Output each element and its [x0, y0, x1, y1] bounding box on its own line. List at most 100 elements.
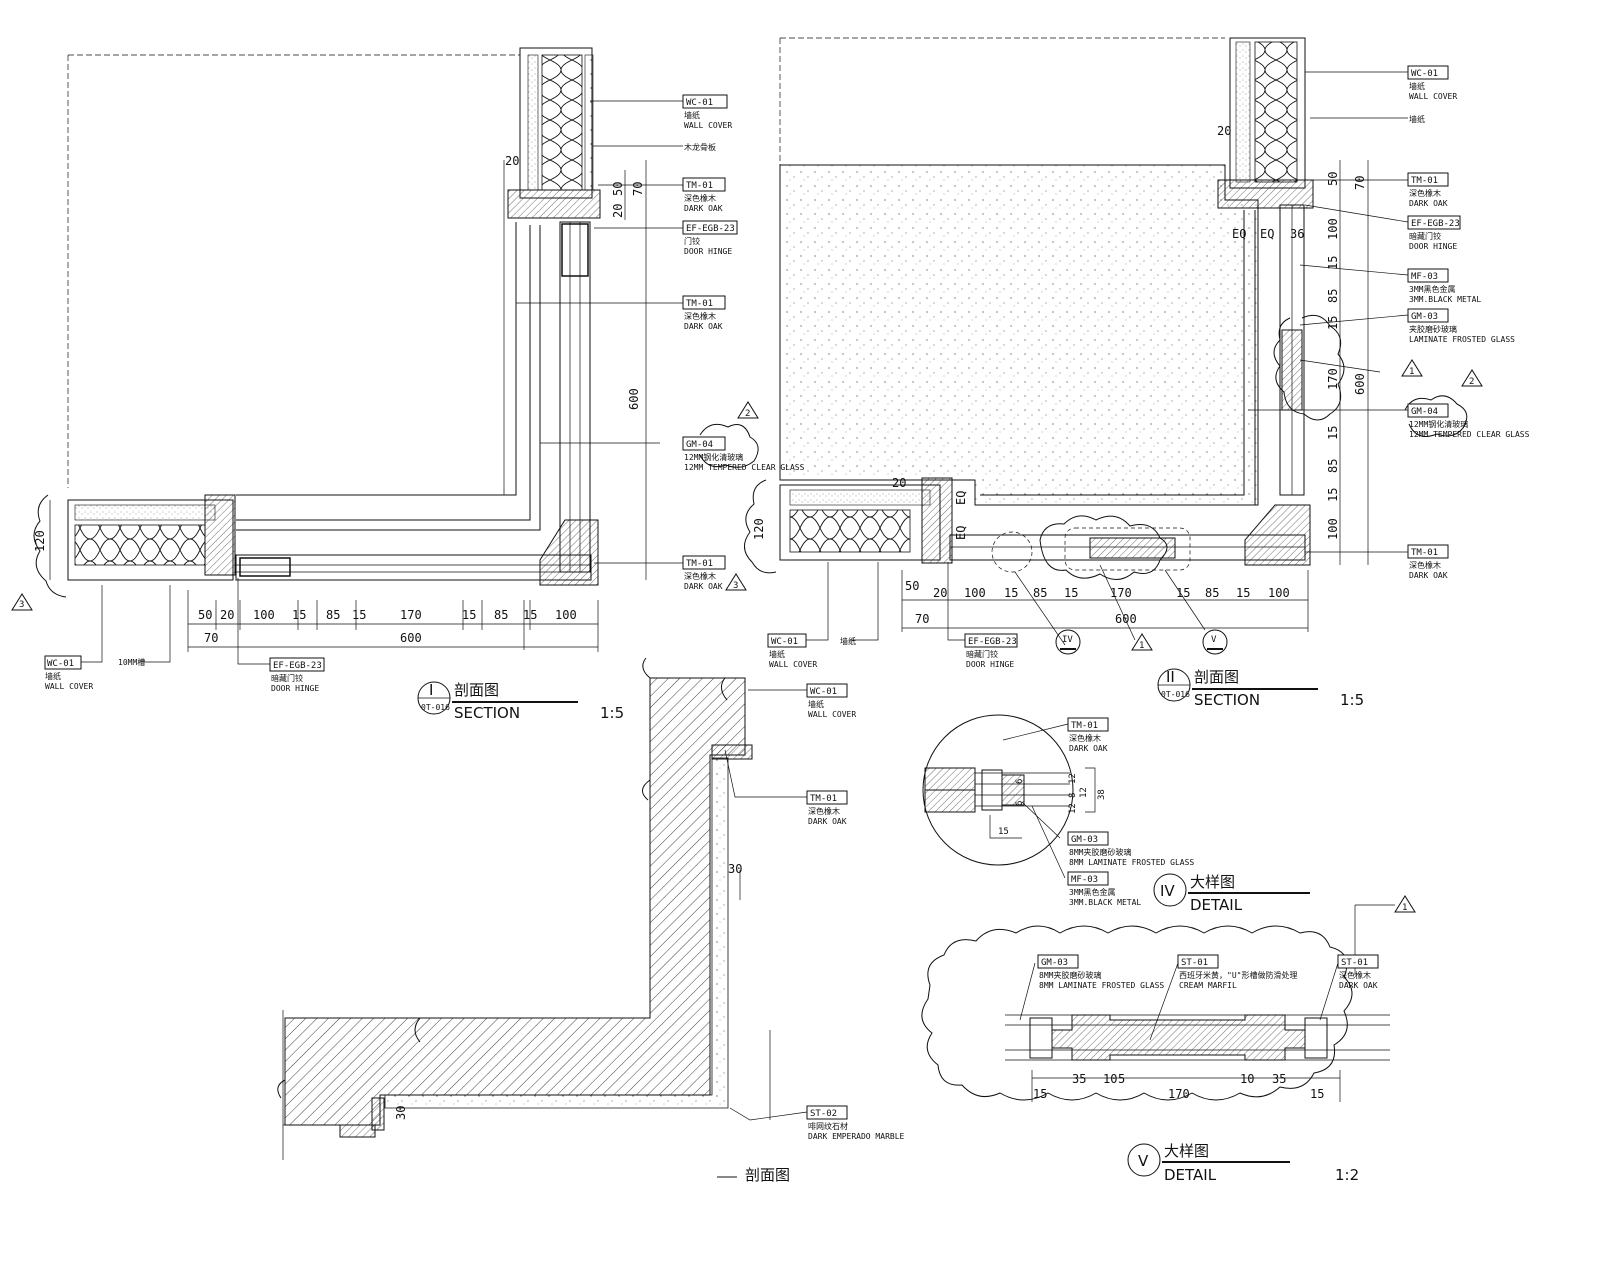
svg-text:WC-01: WC-01 — [47, 659, 74, 669]
svg-text:DOOR HINGE: DOOR HINGE — [271, 684, 319, 693]
section-2-dim-right: 15 — [1326, 488, 1340, 502]
detail-5-dim: 15 — [1310, 1087, 1324, 1101]
section-2-dim-right: 170 — [1326, 368, 1340, 390]
svg-text:3: 3 — [19, 600, 24, 610]
svg-text:深色橡木: 深色橡木 — [684, 571, 716, 581]
callout-mf03-s2: MF-03 3MM黑色金属 3MM.BLACK METAL — [1407, 268, 1481, 304]
svg-text:大样图: 大样图 — [1190, 873, 1235, 891]
svg-text:墙纸: 墙纸 — [769, 649, 785, 659]
svg-text:WALL COVER: WALL COVER — [808, 710, 856, 719]
section-2-title: II 0T-016 剖面图 SECTION 1:5 — [1157, 668, 1364, 709]
section-1-dim: 50 — [198, 608, 212, 622]
detail-4-circle — [922, 714, 1074, 866]
section-1-dim-top: 20 — [505, 154, 519, 168]
section-2-dim-vert-600: 600 — [1353, 373, 1367, 395]
section-1-dim-70: 70 — [204, 631, 218, 645]
svg-text:EF-EGB-23: EF-EGB-23 — [1411, 219, 1460, 229]
svg-text:暗藏门铰: 暗藏门铰 — [966, 649, 998, 659]
section-2-dim-70: 70 — [915, 612, 929, 626]
svg-text:TM-01: TM-01 — [810, 794, 837, 804]
detail-4-dim: 6 — [1015, 779, 1025, 784]
svg-text:2: 2 — [1469, 377, 1474, 387]
section-2-dim: 85 — [1205, 586, 1219, 600]
detail-4-dim: 8 — [1068, 793, 1078, 798]
svg-text:DARK OAK: DARK OAK — [1069, 744, 1108, 753]
svg-text:1:2: 1:2 — [1335, 1166, 1359, 1184]
section-2-l-frame — [980, 210, 1256, 506]
callout-egb23-s1b: EF-EGB-23 暗藏门铰 DOOR HINGE — [269, 657, 325, 693]
section-2-dim: 100 — [1268, 586, 1290, 600]
svg-text:夹胶磨砂玻璃: 夹胶磨砂玻璃 — [1409, 324, 1457, 334]
svg-text:墙纸: 墙纸 — [1409, 114, 1425, 124]
section-1-dim: 100 — [253, 608, 275, 622]
svg-text:深色橡木: 深色橡木 — [684, 193, 716, 203]
svg-text:IV: IV — [1160, 882, 1175, 900]
detail-5-dim: 10 — [1240, 1072, 1254, 1086]
section-2-eq: EQ — [954, 526, 968, 540]
svg-text:12MM钢化清玻璃: 12MM钢化清玻璃 — [684, 452, 743, 462]
svg-text:WC-01: WC-01 — [810, 687, 837, 697]
detail-5-marble-profile — [1051, 1014, 1306, 1061]
svg-text:ST-01: ST-01 — [1341, 958, 1368, 968]
svg-text:1:5: 1:5 — [1340, 691, 1364, 709]
detail-5-dim: 10 — [1103, 1072, 1117, 1086]
svg-text:DOOR HINGE: DOOR HINGE — [1409, 242, 1457, 251]
section-1-insulation-vertical — [541, 54, 583, 191]
svg-text:WC-01: WC-01 — [686, 98, 713, 108]
detail-5-dim: 15 — [1033, 1087, 1047, 1101]
section-1: 50 20 100 15 85 15 170 15 85 15 100 70 6… — [11, 47, 805, 722]
section-1-dim: 15 — [462, 608, 476, 622]
section-2-dim: 50 — [905, 579, 919, 593]
svg-text:8MM LAMINATE FROSTED GLASS: 8MM LAMINATE FROSTED GLASS — [1039, 981, 1164, 990]
section-2-stone-fill — [779, 164, 1259, 506]
section-2-dim-20: 20 — [1217, 124, 1231, 138]
section-2-dim-right: 100 — [1326, 518, 1340, 540]
svg-text:GM-03: GM-03 — [1071, 835, 1098, 845]
section-1-dim: 85 — [494, 608, 508, 622]
svg-text:深色橡木: 深色橡木 — [1409, 188, 1441, 198]
section-2-rev-cloud — [744, 479, 777, 574]
svg-text:3: 3 — [733, 581, 738, 591]
callout-wc01-s2: WC-01 墙纸 WALL COVER 墙纸 — [1407, 65, 1457, 124]
callout-egb23-s1: EF-EGB-23 门铰 DOOR HINGE — [682, 220, 738, 256]
svg-text:WALL COVER: WALL COVER — [684, 121, 732, 130]
svg-text:DARK OAK: DARK OAK — [1409, 571, 1448, 580]
section-1-dim-600: 600 — [400, 631, 422, 645]
svg-text:DOOR HINGE: DOOR HINGE — [684, 247, 732, 256]
svg-text:MF-03: MF-03 — [1071, 875, 1098, 885]
section-2: 50 20 100 15 85 15 170 15 85 15 100 70 6… — [725, 37, 1530, 709]
section-1-l-frame — [236, 222, 541, 531]
section-1-note-10mm: 10MM槽 — [118, 657, 145, 667]
svg-text:GM-04: GM-04 — [686, 440, 713, 450]
svg-text:3MM.BLACK METAL: 3MM.BLACK METAL — [1409, 295, 1481, 304]
svg-text:墙纸: 墙纸 — [840, 636, 856, 646]
svg-text:2: 2 — [745, 409, 750, 419]
section-2-dim-right: 85 — [1326, 289, 1340, 303]
section-1-insulation-horizontal — [74, 524, 206, 566]
callout-st01-d5a: ST-01 西班牙米黄，"U"形槽做防滑处理 CREAM MARFIL — [1177, 954, 1297, 990]
svg-text:3MM黑色金属: 3MM黑色金属 — [1069, 887, 1115, 897]
section-2-dim: 15 — [1004, 586, 1018, 600]
svg-text:WALL COVER: WALL COVER — [45, 682, 93, 691]
callout-gm03-d5: GM-03 8MM夹胶磨砂玻璃 8MM LAMINATE FROSTED GLA… — [1037, 954, 1164, 990]
section-1-dim-top: 50 — [611, 182, 625, 196]
svg-text:WC-01: WC-01 — [1411, 69, 1438, 79]
section-1-dim: 15 — [352, 608, 366, 622]
svg-text:大样图: 大样图 — [1164, 1142, 1209, 1160]
svg-text:剖面图: 剖面图 — [454, 681, 499, 699]
callout-tm01-s2: TM-01 深色橡木 DARK OAK — [1407, 172, 1449, 208]
section-2-rev-triangle: 3 — [725, 573, 747, 591]
svg-text:墙纸: 墙纸 — [1409, 81, 1425, 91]
svg-text:TM-01: TM-01 — [686, 181, 713, 191]
svg-text:LAMINATE FROSTED GLASS: LAMINATE FROSTED GLASS — [1409, 335, 1515, 344]
svg-text:1: 1 — [1409, 367, 1414, 377]
section-3: 30 30 WC-01 墙纸 WALL COVER TM-01 深色橡木 DAR… — [277, 657, 905, 1184]
svg-text:深色橡木: 深色橡木 — [1409, 560, 1441, 570]
section-2-eq: EQ — [954, 491, 968, 505]
svg-text:1: 1 — [1402, 903, 1407, 913]
svg-text:GM-03: GM-03 — [1041, 958, 1068, 968]
svg-text:墙纸: 墙纸 — [684, 110, 700, 120]
section-1-room-outline — [67, 54, 520, 488]
section-2-dim: 15 — [1236, 586, 1250, 600]
